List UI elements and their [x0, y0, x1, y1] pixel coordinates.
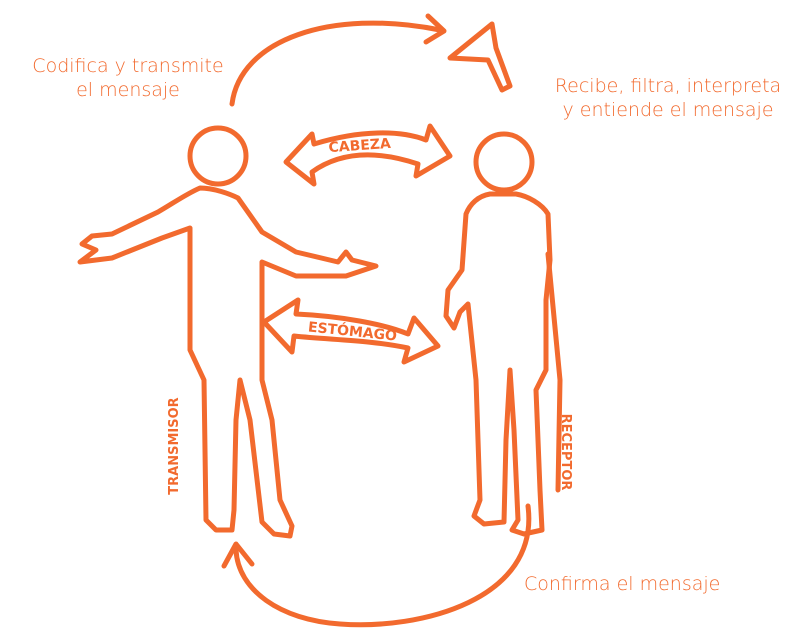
top-flow-arrow [232, 23, 440, 104]
receiver-action-caption: Recibe, filtra, interpreta y entiende el… [540, 74, 796, 122]
sender-body [80, 188, 376, 536]
receiver-action-line-1: Recibe, filtra, interpreta [540, 74, 796, 98]
head-arrow-label: CABEZA [328, 136, 391, 156]
sender-action-caption: Codifica y transmite el mensaje [8, 54, 248, 102]
sender-action-line-2: el mensaje [8, 78, 248, 102]
receiver-body [446, 194, 550, 534]
feedback-caption: Confirma el mensaje [524, 572, 720, 596]
sender-action-line-1: Codifica y transmite [8, 54, 248, 78]
sender-head [190, 128, 246, 184]
sender-figure-label: TRANSMISOR [167, 397, 182, 494]
receiver-action-line-2: y entiende el mensaje [540, 98, 796, 122]
receiver-head [476, 134, 532, 190]
funnel-icon [450, 24, 510, 90]
receiver-figure [446, 134, 560, 534]
head-arrow [286, 126, 450, 184]
receiver-figure-label: RECEPTOR [558, 414, 573, 491]
